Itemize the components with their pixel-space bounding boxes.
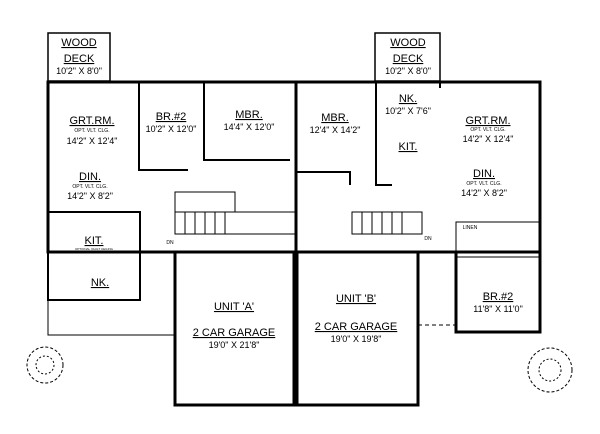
unit-a-deck-label-2: DECK [64,53,95,65]
tree-icon [527,347,573,393]
unit-a-kitchen-label: KIT. [85,235,104,247]
unit-a-great-room-size: 14'2" X 12'4" [67,136,118,146]
unit-a-dining-size: 14'2" X 8'2" [67,191,113,201]
unit-a-garage [173,250,296,407]
unit-a-garage-unit: UNIT 'A' [214,301,254,313]
unit-b-garage-unit: UNIT 'B' [336,293,376,305]
tree-icon [26,346,64,384]
unit-b-stair-treads [361,212,403,234]
unit-a-patio [47,300,175,336]
unit-b-great-room-size: 14'2" X 12'4" [463,134,514,144]
unit-b-stair [351,211,423,235]
unit-a-kitchen-walls [47,211,141,301]
unit-a-dining-note: OPT. VLT. CLG. [72,184,107,190]
unit-b-kitchen-label: KIT. [399,141,418,153]
unit-b-stair-label: DN [424,236,432,242]
unit-a-kitchen-note: OPTIONAL VAULT CEILING [75,247,114,251]
unit-b-walls [296,82,441,186]
unit-a-deck-size: 10'2" X 8'0" [56,66,102,76]
unit-b-dining-size: 14'2" X 8'2" [461,188,507,198]
unit-a-stair-label: DN [166,240,174,246]
unit-b-bedroom2-size: 11'8" X 11'0" [473,304,523,314]
unit-b-garage-label: 2 CAR GARAGE [315,321,398,333]
unit-b-dining-note: OPT. VLT. CLG. [466,181,501,187]
unit-a-great-room-note: OPT. VLT. CLG. [74,128,109,134]
unit-a-garage-size: 19'0" X 21'8" [209,340,260,350]
unit-a-dining-label: DIN. [79,171,101,183]
unit-b-bedroom2-walls [454,252,542,334]
unit-b-deck-label: WOOD [390,37,425,49]
unit-b-deck-size: 10'2" X 8'0" [385,66,431,76]
unit-b-garage [295,250,420,407]
unit-b-nook-size: 10'2" X 7'6" [385,106,431,116]
unit-b-mbr-label: MBR. [321,112,349,124]
unit-b-deck-label-2: DECK [393,53,424,65]
unit-b-great-room-note: OPT. VLT. CLG. [470,127,505,133]
unit-b-linen-label: LINEN [463,225,478,231]
unit-a-bath [174,191,236,213]
unit-a-bedroom2-label: BR.#2 [156,111,187,123]
unit-b-nook-label: NK. [399,93,417,105]
unit-a-deck-label: WOOD [61,37,96,49]
unit-a-great-room-label: GRT.RM. [69,115,114,127]
unit-a-garage-label: 2 CAR GARAGE [193,327,276,339]
unit-b-dining-label: DIN. [473,168,495,180]
unit-a-mbr-size: 14'4" X 12'0" [224,122,275,132]
unit-b-bedroom2-label: BR.#2 [483,291,514,303]
unit-b-mbr-size: 12'4" X 14'2" [310,125,361,135]
unit-a-mbr-label: MBR. [235,109,263,121]
unit-b-bath [455,221,541,258]
unit-b-great-room-label: GRT.RM. [465,115,510,127]
unit-a-stair-treads [184,212,226,234]
unit-a-walls [138,82,290,171]
unit-a-nook-label: NK. [91,277,109,289]
unit-b-garage-size: 19'0" X 19'8" [331,334,382,344]
unit-a-stair [174,211,296,235]
unit-a-bedroom2-size: 10'2" X 12'0" [146,124,197,134]
